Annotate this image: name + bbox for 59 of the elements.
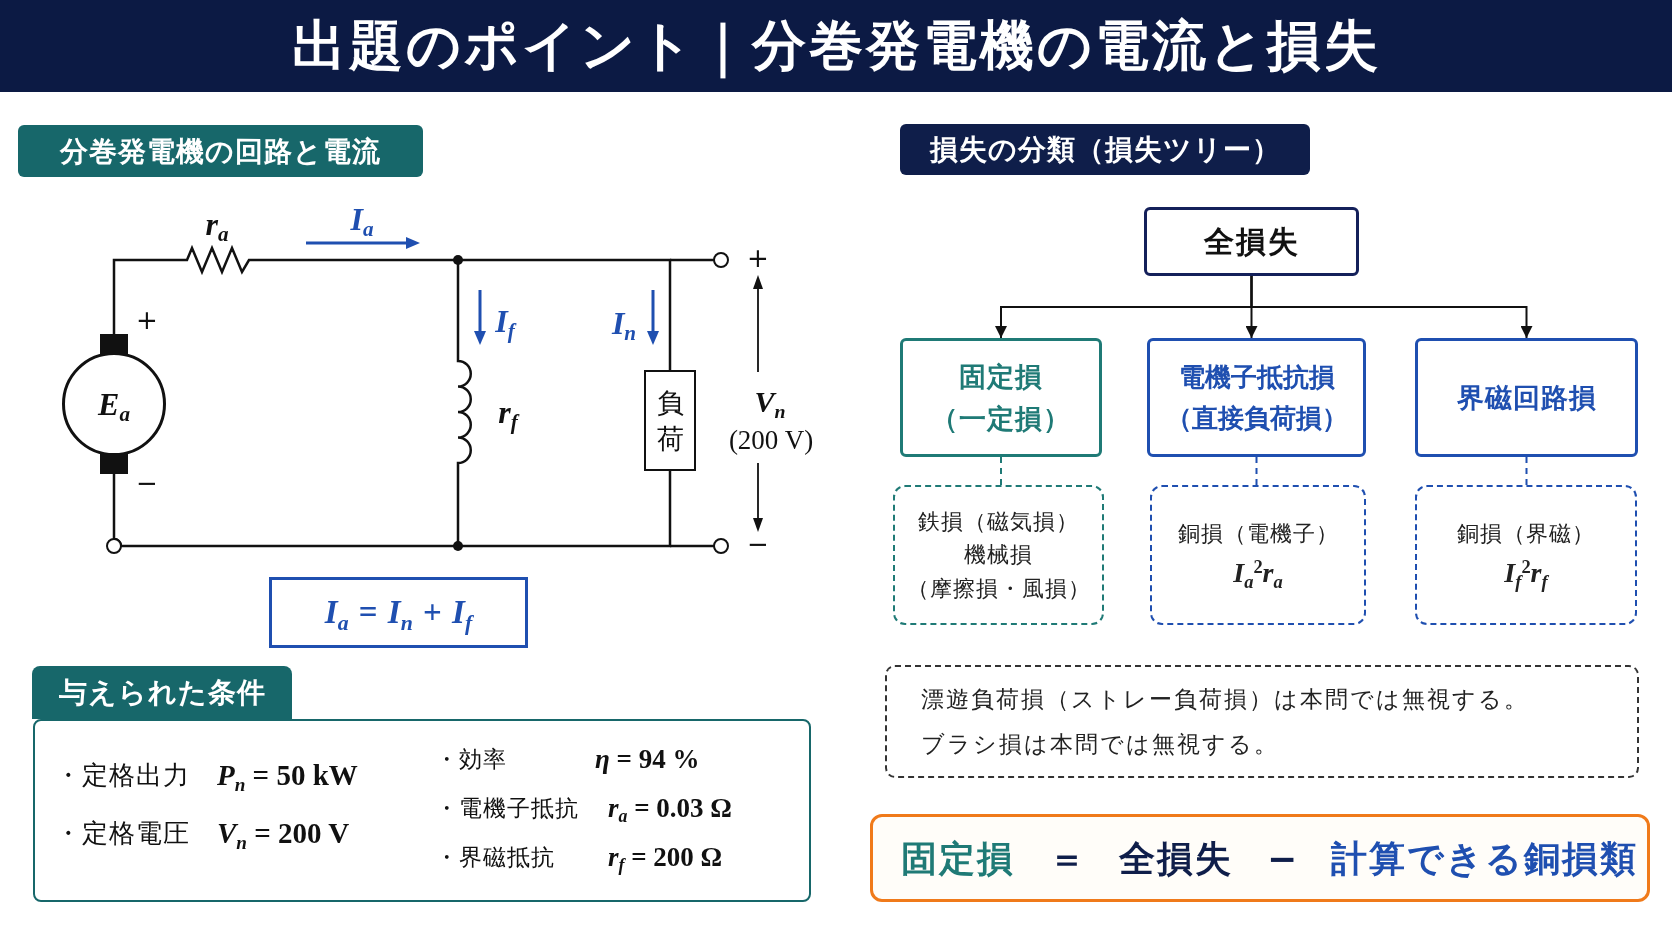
- category-title: 界磁回路損: [1456, 380, 1597, 415]
- root-box: [1144, 207, 1359, 276]
- note-box: [885, 665, 1639, 778]
- category-subtitle: （一定損）: [931, 401, 1071, 436]
- header-band: [18, 125, 423, 177]
- detail-box: [893, 485, 1104, 625]
- connector-line: [1255, 456, 1258, 486]
- condition-value: V$_{n}$ = 200 V: [217, 816, 350, 852]
- formula-operator: ＝: [1049, 836, 1085, 881]
- formula-operator: −: [1267, 836, 1298, 881]
- detail-text: 機械損: [964, 541, 1033, 569]
- condition-name: ・界磁抵抗: [435, 843, 555, 872]
- detail-box: [1415, 485, 1637, 625]
- connector-line: [1525, 456, 1528, 486]
- category-box: [1415, 338, 1638, 457]
- formula: I$_{a}$ = I$_{n}$ + I$_{f}$: [324, 592, 473, 634]
- condition-value: P$_{n}$ = 50 kW: [217, 758, 358, 794]
- formula-term: 固定損: [901, 836, 1015, 881]
- section-title: 分巻発電機の回路と電流: [60, 133, 381, 169]
- conditions-panel: [33, 719, 811, 902]
- connector-line: [1000, 456, 1002, 486]
- symbol-label: r$_{a}$: [205, 204, 229, 244]
- voltage-label: V$_{n}$: [754, 384, 786, 420]
- header-tab: [32, 666, 292, 719]
- note-text: ブラシ損は本問では無視する。: [921, 729, 1279, 759]
- detail-text: 銅損（電機子）: [1177, 519, 1339, 548]
- arrow: [1250, 275, 1533, 339]
- section-title: 損失の分類（損失ツリー）: [929, 132, 1281, 167]
- detail-box: [1150, 485, 1366, 625]
- detail-text: （摩擦損・風損）: [906, 574, 1091, 603]
- note-text: 漂遊負荷損（ストレー負荷損）は本問では無視する。: [921, 684, 1529, 714]
- section-title: 与えられた条件: [58, 675, 266, 710]
- detail-text: 鉄損（磁気損）: [918, 507, 1079, 536]
- category-title: 電機子抵抗損: [1178, 361, 1335, 394]
- condition-name: ・電機子抵抗: [435, 794, 579, 823]
- summary-box: [870, 814, 1650, 902]
- category-title: 固定損: [959, 359, 1043, 394]
- current-label: I$_{a}$: [350, 199, 374, 239]
- condition-name: ・定格出力: [55, 759, 190, 792]
- condition-value: η = 94 %: [595, 743, 700, 776]
- loss-formula: I$_{a}$$^{2}$r$_{a}$: [1233, 556, 1283, 591]
- voltage-value: (200 V): [728, 423, 814, 457]
- detail-text: 銅損（界磁）: [1457, 519, 1595, 548]
- formula-term: 計算できる銅損類: [1331, 836, 1639, 881]
- condition-value: r$_{a}$ = 0.03 Ω: [608, 792, 732, 826]
- category-subtitle: （直接負荷損）: [1165, 401, 1348, 434]
- page-title: 出題のポイント｜分巻発電機の電流と損失: [291, 12, 1381, 81]
- condition-name: ・効率: [435, 745, 507, 774]
- formula-box: [269, 577, 528, 648]
- condition-name: ・定格電圧: [55, 817, 190, 850]
- formula-term: 全損失: [1119, 836, 1233, 881]
- box-label: 全損失: [1203, 222, 1300, 261]
- category-box: [1147, 338, 1366, 457]
- header-band: [900, 124, 1310, 175]
- loss-formula: I$_{f}$$^{2}$r$_{f}$: [1504, 556, 1548, 591]
- category-box: [900, 338, 1102, 457]
- polarity-sign: +: [747, 243, 769, 275]
- condition-value: r$_{f}$ = 200 Ω: [608, 841, 723, 875]
- polarity-sign: −: [747, 529, 769, 561]
